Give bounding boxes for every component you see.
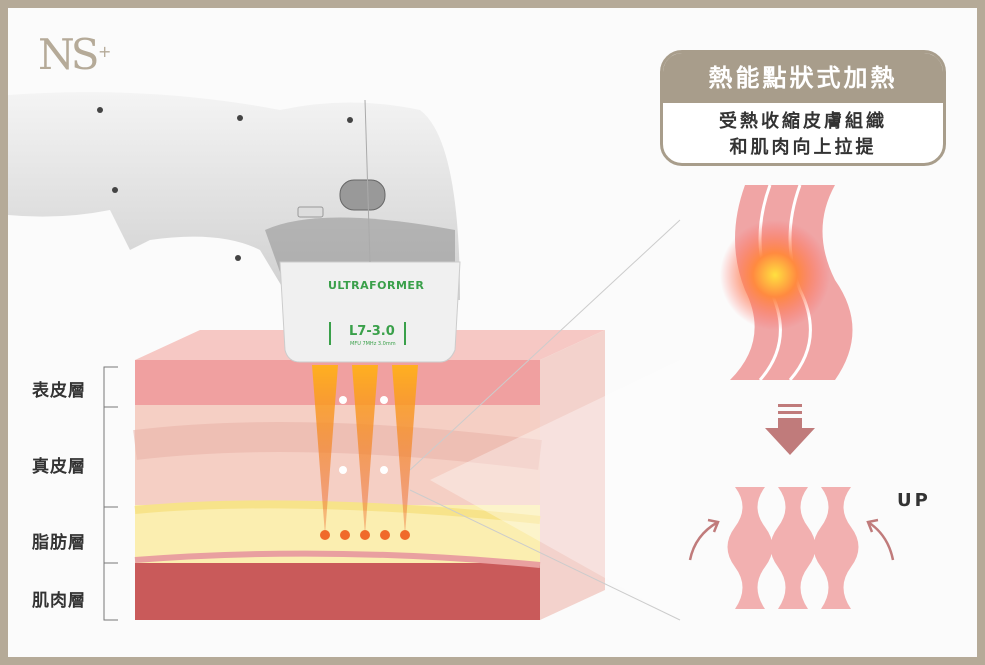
canvas: NS + ULTRAFORMER L7-3.0 MFU 7MHz 3.0mm 表… (8, 8, 977, 657)
badge-line: 和肌肉向上拉提 (729, 137, 877, 158)
illustration (8, 92, 895, 621)
skin-block (133, 219, 681, 621)
heated-tissue-graphic (720, 184, 853, 381)
logo: NS (38, 30, 99, 79)
layer-label-muscle: 肌肉層 (32, 591, 86, 611)
cartridge-model: L7-3.0 (349, 324, 395, 339)
ultraformer-device (8, 92, 461, 363)
info-badge: 熱能點狀式加熱 受熱收縮皮膚組織 和肌肉向上拉提 (660, 50, 946, 166)
layer-label-dermis: 真皮層 (32, 457, 86, 477)
badge-title: 熱能點狀式加熱 (663, 53, 943, 103)
up-label: UP (897, 490, 931, 511)
badge-line: 受熱收縮皮膚組織 (719, 111, 887, 132)
lifted-tissue-graphic (727, 487, 859, 609)
logo-plus: + (98, 42, 112, 61)
down-arrow-icon (765, 404, 815, 455)
layer-label-epidermis: 表皮層 (32, 381, 86, 401)
layer-label-fat: 脂肪層 (32, 533, 86, 553)
cartridge-spec: MFU 7MHz 3.0mm (350, 341, 396, 347)
device-brand: ULTRAFORMER (328, 279, 425, 292)
lift-arrows-icon (688, 518, 895, 561)
ultrasound-beams (312, 365, 418, 540)
layer-brackets (103, 366, 118, 621)
logo-text: NS (38, 30, 99, 79)
